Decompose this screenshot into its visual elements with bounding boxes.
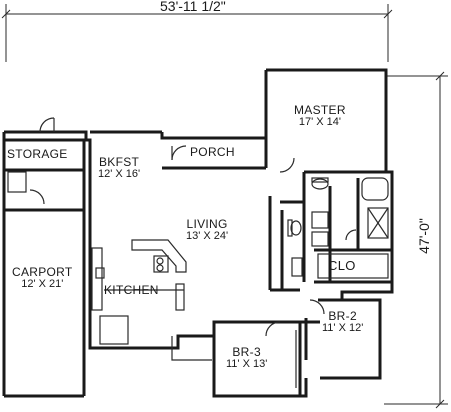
room-master-name: MASTER — [294, 103, 346, 117]
room-kitchen-name: KITCHEN — [104, 283, 159, 297]
room-br2: BR-2 11' X 12' — [322, 310, 363, 334]
room-porch-name: PORCH — [190, 145, 235, 159]
room-br3: BR-3 11' X 13' — [226, 346, 267, 370]
room-carport-name: CARPORT — [12, 265, 73, 279]
room-master: MASTER 17' X 14' — [294, 104, 346, 128]
room-bkfst: BKFST 12' X 16' — [98, 156, 140, 180]
room-br2-name: BR-2 — [328, 309, 357, 323]
room-storage: STORAGE — [7, 148, 68, 161]
room-living-size: 13' X 24' — [186, 229, 229, 242]
room-kitchen: KITCHEN — [104, 284, 159, 297]
overall-depth-label: 47'-0" — [415, 218, 432, 254]
walls — [2, 68, 394, 398]
room-living-name: LIVING — [186, 217, 228, 231]
room-bkfst-size: 12' X 16' — [98, 167, 141, 180]
room-carport: CARPORT 12' X 21' — [12, 266, 73, 290]
room-br3-name: BR-3 — [232, 345, 261, 359]
room-br2-size: 11' X 12' — [322, 321, 364, 334]
room-clo-name: CLO — [328, 258, 356, 273]
room-living: LIVING 13' X 24' — [186, 218, 228, 242]
room-clo: CLO — [328, 259, 356, 273]
room-bkfst-name: BKFST — [98, 155, 140, 169]
room-br3-size: 11' X 13' — [226, 357, 268, 370]
room-storage-name: STORAGE — [7, 147, 68, 161]
room-carport-size: 12' X 21' — [21, 277, 64, 290]
dimension-lines — [1, 4, 448, 409]
room-master-size: 17' X 14' — [298, 115, 341, 128]
room-porch: PORCH — [190, 146, 235, 159]
overall-width-label: 53'-11 1/2" — [160, 0, 226, 14]
fixtures — [7, 117, 389, 388]
